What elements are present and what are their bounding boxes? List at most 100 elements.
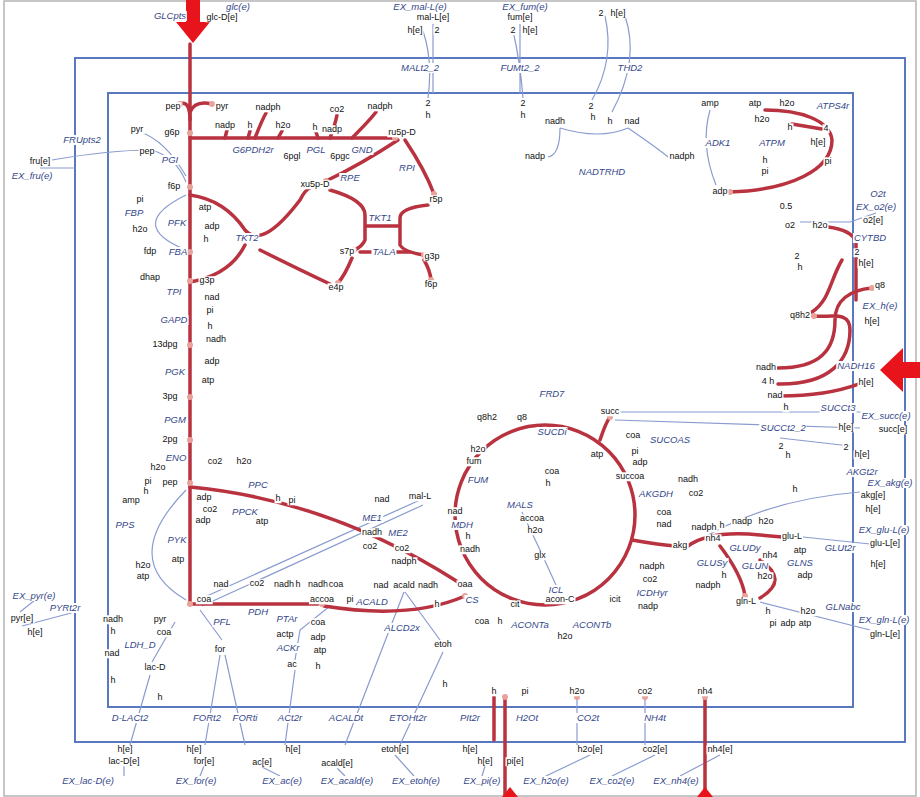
metabolite-name: 3pg <box>161 392 178 401</box>
metabolite-name: nadph <box>690 523 717 532</box>
metabolite-name: co2 <box>207 457 224 466</box>
metabolite-name: h <box>519 111 526 120</box>
metabolite-name: h <box>202 235 209 244</box>
metabolite-name: h <box>544 479 551 488</box>
reaction-name: CS <box>464 595 479 605</box>
metabolite-name: 2 <box>519 99 526 108</box>
reaction-name: FBA <box>168 247 188 257</box>
reaction-name: PGK <box>164 367 186 377</box>
reaction-name: ACALDt <box>328 713 364 723</box>
reaction-name: SUCCt2_2 <box>759 423 806 433</box>
metabolite-name: adp <box>203 222 220 231</box>
metabolite-name: atp <box>590 450 605 459</box>
reaction-name: EX_glu-L(e) <box>858 525 911 535</box>
metabolite-name: akg[e] <box>860 491 887 500</box>
metabolite-name: nadh <box>677 475 699 484</box>
reaction-name: PPS <box>114 520 135 530</box>
reaction-name: ACONTb <box>572 620 613 630</box>
reaction-name: PDH <box>247 607 269 617</box>
metabolite-name: atp <box>313 646 328 655</box>
metabolite-name: nadph <box>694 581 721 590</box>
metabolite-name: adp <box>631 458 648 467</box>
reaction-name: ADK1 <box>705 138 732 148</box>
metabolite-name: atp <box>255 517 270 526</box>
metabolite-name: h2o <box>469 445 486 454</box>
metabolite-name: pep <box>138 147 155 156</box>
metabolite-name: icit <box>609 595 622 604</box>
metabolite-name: h[e] <box>116 745 133 754</box>
metabolite-name: h <box>246 121 253 130</box>
metabolite-name: q8h2 <box>789 311 811 320</box>
reaction-name: MALt2_2 <box>400 63 440 73</box>
metabolite-name: f6p <box>424 280 439 289</box>
reaction-name: PGL <box>305 145 326 155</box>
reaction-name: ACONTa <box>510 620 550 630</box>
reaction-name: ALCD2x <box>383 623 420 633</box>
metabolite-name: adp <box>309 633 326 642</box>
reaction-name: EX_akg(e) <box>867 478 914 488</box>
metabolite-name: acald[e] <box>320 759 354 768</box>
metabolite-name: g3p <box>198 276 215 285</box>
metabolite-name: o2[e] <box>862 216 884 225</box>
metabolite-name: g6p <box>163 128 180 137</box>
reaction-name: D-LACt2 <box>111 713 149 723</box>
metabolite-name: h <box>311 123 318 132</box>
reaction-name: MALS <box>506 500 534 510</box>
metabolite-name: s7p <box>339 247 356 256</box>
reaction-name: SUCOAS <box>649 435 691 445</box>
reaction-name: H2Ot <box>515 713 539 723</box>
metabolite-name: adp <box>203 357 220 366</box>
metabolite-name: nadh <box>205 335 227 344</box>
metabolite-name: lac-D[e] <box>107 757 140 766</box>
reaction-name: ICDHyr <box>635 588 668 598</box>
metabolite-name: nadp <box>731 517 753 526</box>
reaction-name: PPC <box>247 480 269 490</box>
reaction-name: ME2 <box>387 528 409 538</box>
reaction-name: EX_gln-L(e) <box>858 615 911 625</box>
metabolite-name: nadh <box>102 615 124 624</box>
metabolite-name: adp <box>796 571 813 580</box>
reaction-name: AKGt2r <box>845 467 878 477</box>
reaction-name: MDH <box>450 520 474 530</box>
metabolite-name: h2o <box>131 225 148 234</box>
metabolite-name: glu-L[e] <box>869 539 901 548</box>
reaction-name: FRD7 <box>539 389 566 399</box>
metabolite-name: nh4 <box>696 687 713 696</box>
reaction-name: ME1 <box>361 513 383 523</box>
reaction-name: RPE <box>339 173 361 183</box>
reaction-name: NH4t <box>643 713 667 723</box>
reaction-name: EX_lac-D(e) <box>61 776 115 786</box>
metabolite-name: r5p <box>428 195 443 204</box>
reaction-name: EX_h2o(e) <box>522 776 569 786</box>
reaction-name: glc(e) <box>225 2 251 12</box>
reaction-name: GAPD <box>160 315 189 325</box>
metabolite-name: h <box>720 571 727 580</box>
reaction-name: G6PDH2r <box>231 145 274 155</box>
metabolite-name: nadph <box>254 103 281 112</box>
metabolite-name: nh4 <box>704 534 721 543</box>
metabolite-name: h2o <box>811 221 828 230</box>
metabolite-name: q8h2 <box>476 413 498 422</box>
metabolite-name: acald <box>392 581 416 590</box>
metabolite-name: fdp <box>143 247 158 256</box>
metabolite-name: pyr[e] <box>10 614 35 623</box>
metabolite-name: h[e] <box>857 259 874 268</box>
metabolite-name: acon-C <box>544 595 575 604</box>
metabolite-name: nad <box>446 507 463 516</box>
metabolite-name: pep <box>164 102 181 111</box>
metabolite-name: h2o <box>753 115 770 124</box>
metabolite-name: atp <box>171 555 186 564</box>
metabolite-name: nad <box>655 520 672 529</box>
metabolite-name: succ <box>600 407 621 416</box>
reaction-name: EX_co2(e) <box>589 776 636 786</box>
metabolite-name: coa <box>625 431 642 440</box>
metabolite-name: h[e] <box>809 138 826 147</box>
reaction-name: EX_succ(e) <box>860 411 911 421</box>
reaction-name: FBP <box>124 208 144 218</box>
reaction-name: EX_pi(e) <box>463 776 502 786</box>
metabolite-name: h[e] <box>837 423 854 432</box>
reaction-name: GLCpts <box>153 11 187 21</box>
metabolite-name: h2o <box>799 607 816 616</box>
reaction-name: ATPM <box>758 138 786 148</box>
